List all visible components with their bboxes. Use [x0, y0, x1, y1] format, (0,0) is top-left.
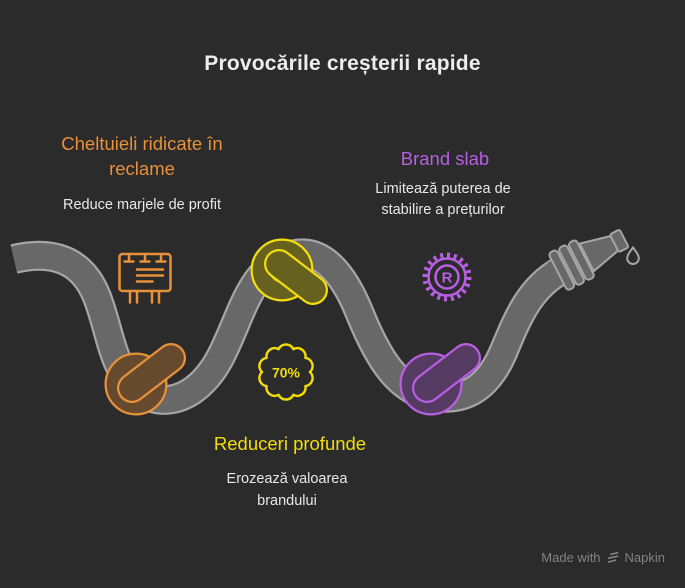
billboard-icon — [118, 252, 172, 304]
subtext-brand: Limitează puterea de stabilire a prețuri… — [375, 181, 511, 218]
napkin-brand-label: Napkin — [624, 550, 665, 565]
gear-r-label: R — [442, 270, 453, 287]
knot-purple-icon — [399, 343, 481, 416]
made-with-napkin-credit[interactable]: Made with Napkin — [541, 550, 665, 565]
registered-trademark-gear-icon: R — [422, 252, 472, 302]
page-title: Provocările creșterii rapide — [204, 52, 481, 75]
nozzle-icon — [547, 229, 630, 291]
badge-percent-label: 70% — [272, 365, 301, 381]
knot-orange-icon — [104, 343, 186, 416]
discount-badge-icon: 70% — [258, 343, 314, 401]
heading-advertising: Cheltuieli ridicate în reclame — [61, 133, 223, 179]
heading-discounts: Reduceri profunde — [213, 433, 367, 454]
napkin-logo-icon — [607, 551, 618, 563]
subtext-advertising: Reduce marjele de profit — [63, 197, 221, 213]
knot-yellow-icon — [250, 238, 328, 305]
made-with-label: Made with — [541, 550, 601, 565]
water-drop-icon — [626, 245, 640, 265]
subtext-discounts: Erozează valoarea brandului — [226, 471, 348, 509]
heading-brand: Brand slab — [400, 148, 490, 169]
